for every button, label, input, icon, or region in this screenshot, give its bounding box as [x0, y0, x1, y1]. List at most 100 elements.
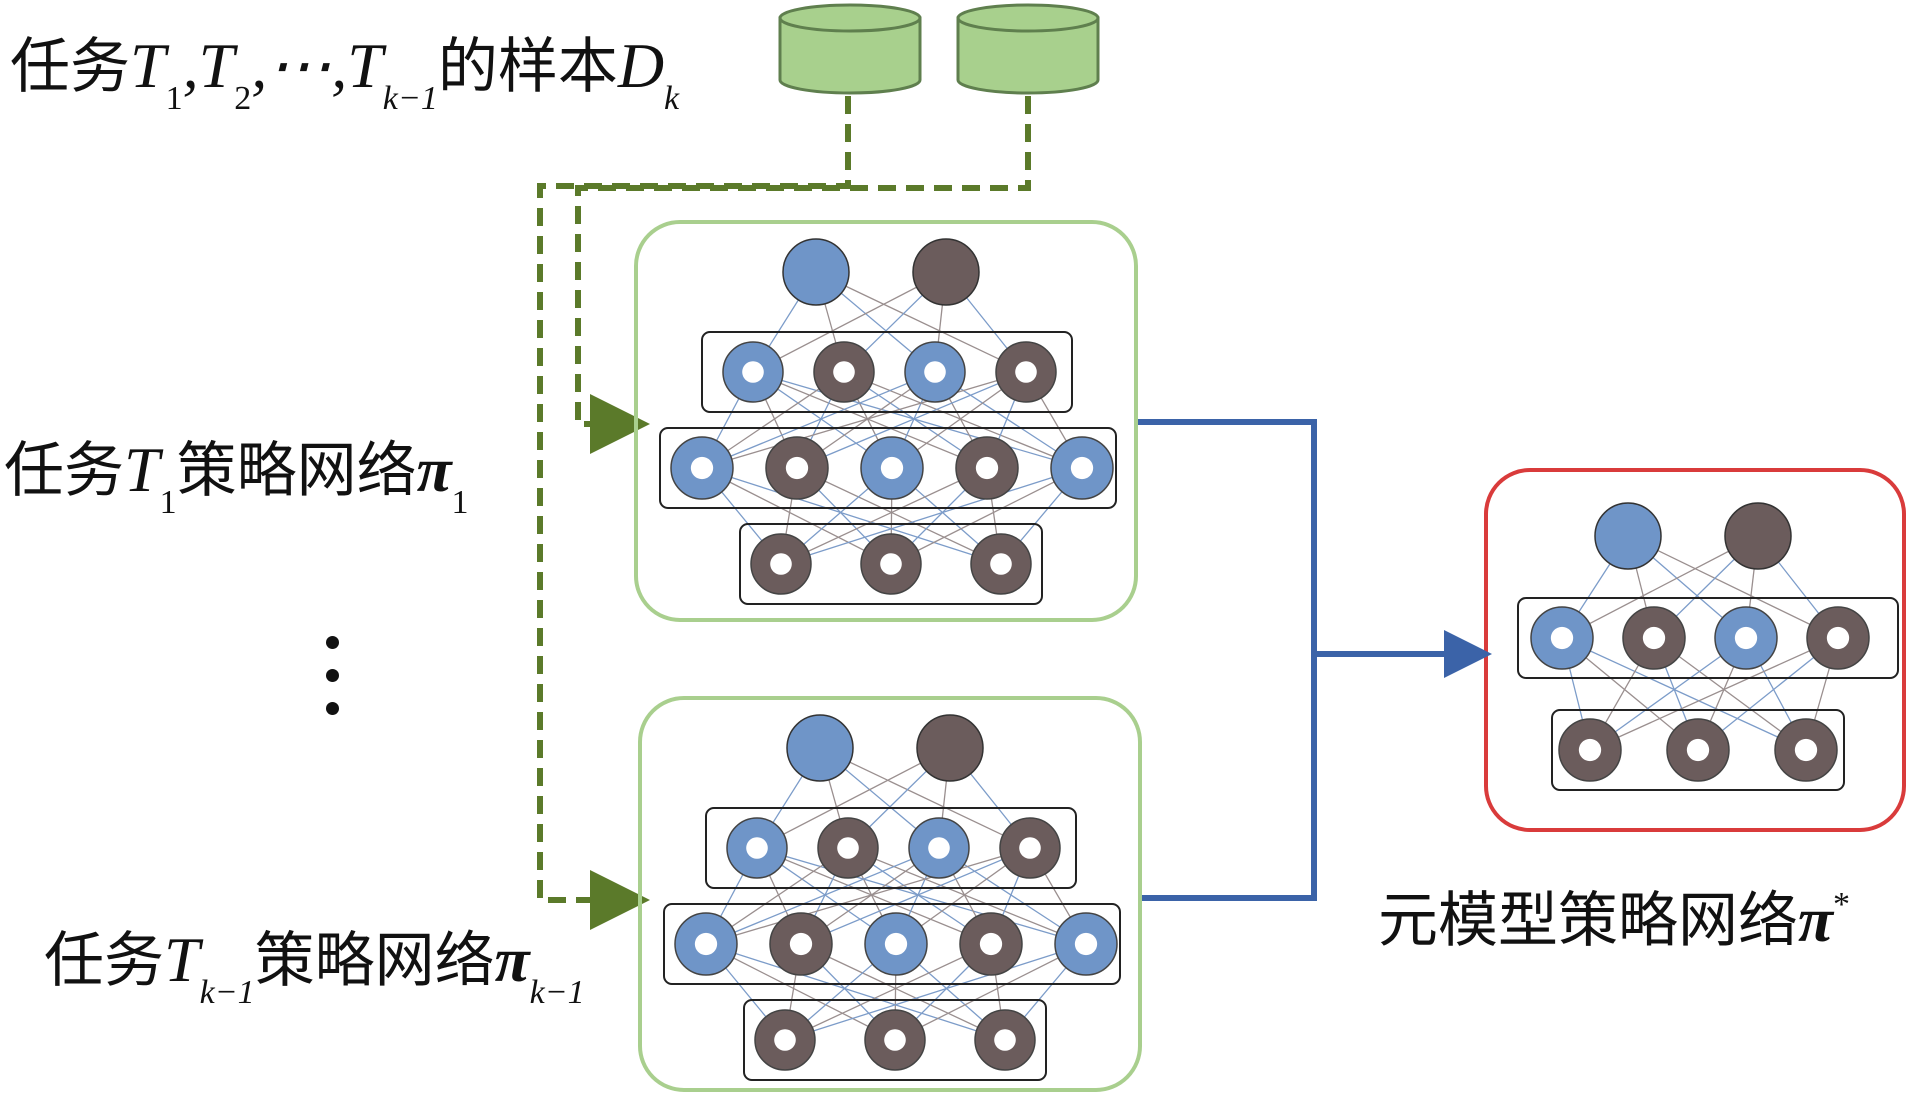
connection-line — [1627, 535, 1839, 639]
connection-lines — [705, 747, 1087, 1041]
connection-lines — [701, 271, 1083, 565]
connection-line — [701, 371, 1027, 469]
task-subscript: k−1 — [199, 974, 255, 1011]
output-node-gray — [912, 238, 980, 306]
task1-prefix: 任务 — [4, 436, 124, 506]
meta-label: 元模型策略网络π* — [1378, 888, 1850, 952]
node-hole — [1578, 738, 1602, 762]
policy-subscript: 1 — [451, 484, 469, 521]
layer-box — [1517, 597, 1899, 679]
node-hole — [1734, 626, 1758, 650]
layer-box — [701, 331, 1073, 413]
connection-line — [1589, 637, 1839, 751]
node-hole — [1686, 738, 1710, 762]
subscript-k: k — [664, 80, 680, 117]
connection-line — [756, 747, 951, 849]
task1-label: 任务T1策略网络π1 — [4, 438, 469, 520]
node-hole — [774, 1029, 796, 1051]
output-node-gray — [916, 714, 984, 782]
connection-line — [705, 847, 940, 945]
node-hole — [1642, 626, 1666, 650]
connection-lines — [1561, 535, 1839, 751]
taskk1-network-box — [638, 696, 1142, 1092]
node-hole — [694, 932, 718, 956]
taskk1-mid: 策略网络 — [254, 926, 495, 996]
node-hole — [880, 553, 902, 575]
node-hole — [979, 932, 1003, 956]
output-node-blue — [786, 714, 854, 782]
subscript-1: 1 — [165, 80, 183, 117]
layer-box — [1551, 709, 1845, 791]
connection-line — [1561, 637, 1807, 751]
samples-prefix: 任务 — [10, 32, 130, 102]
node-hole — [690, 456, 714, 480]
connection-line — [894, 943, 1087, 1041]
task-subscript: 1 — [159, 484, 177, 521]
output-node-gray — [1724, 502, 1792, 570]
connection-line — [819, 747, 1031, 849]
task-symbol: T — [124, 434, 160, 505]
node-hole — [880, 456, 904, 480]
ellipsis: ,⋯, — [251, 30, 348, 101]
separator: , — [182, 30, 199, 101]
connection-line — [890, 467, 1083, 565]
node-hole — [746, 837, 768, 859]
task1-mid: 策略网络 — [176, 436, 417, 506]
node-hole — [1794, 738, 1818, 762]
connection-line — [752, 371, 1083, 469]
task-symbol: T — [164, 924, 200, 995]
policy-symbol: π — [1798, 884, 1833, 955]
connection-line — [705, 943, 896, 1041]
layer-box — [705, 807, 1077, 889]
connection-line — [1561, 535, 1759, 639]
node-hole — [1550, 626, 1574, 650]
connection-line — [784, 943, 992, 1041]
policy-symbol: π — [416, 434, 452, 505]
connection-line — [705, 943, 1006, 1041]
subscript-2: 2 — [234, 80, 252, 117]
meta-text: 元模型策略网络 — [1378, 886, 1798, 956]
taskk1-label: 任务Tk−1策略网络πk−1 — [44, 928, 585, 1010]
vertical-ellipsis — [326, 636, 340, 735]
node-hole — [742, 361, 764, 383]
task1-network — [659, 238, 1117, 605]
task-symbol: T — [347, 30, 383, 101]
connection-line — [843, 371, 1083, 469]
meta-network — [1517, 502, 1899, 791]
node-hole — [884, 932, 908, 956]
connection-line — [784, 943, 1087, 1041]
aggregation-connector — [1138, 419, 1492, 901]
connection-line — [756, 847, 992, 945]
node-hole — [994, 1029, 1016, 1051]
output-node-blue — [782, 238, 850, 306]
superscript-star: * — [1832, 886, 1850, 923]
node-hole — [1019, 837, 1041, 859]
policy-subscript: k−1 — [529, 974, 585, 1011]
connection-line — [701, 467, 892, 565]
layer-box — [659, 427, 1117, 509]
connection-line — [800, 847, 1031, 945]
taskk1-network — [663, 714, 1121, 1081]
layer-box — [739, 523, 1043, 605]
node-hole — [833, 361, 855, 383]
task-symbol: T — [130, 30, 166, 101]
dataset-symbol: D — [617, 30, 665, 101]
output-node-blue — [1594, 502, 1662, 570]
connection-line — [756, 847, 1087, 945]
node-hole — [789, 932, 813, 956]
node-hole — [924, 361, 946, 383]
connection-line — [752, 371, 988, 469]
task-symbol: T — [198, 30, 235, 101]
connection-line — [796, 371, 1027, 469]
policy-symbol: π — [494, 924, 530, 995]
samples-label: 任务T1,T2,⋯,Tk−1的样本Dk — [10, 34, 679, 116]
data-cylinder-2 — [956, 3, 1100, 95]
connection-line — [705, 847, 1031, 945]
connection-line — [780, 467, 988, 565]
connection-line — [752, 271, 947, 373]
connection-line — [1589, 637, 1747, 751]
node-hole — [1015, 361, 1037, 383]
node-hole — [837, 837, 859, 859]
connection-line — [847, 847, 1087, 945]
subscript-k-1: k−1 — [382, 80, 438, 117]
